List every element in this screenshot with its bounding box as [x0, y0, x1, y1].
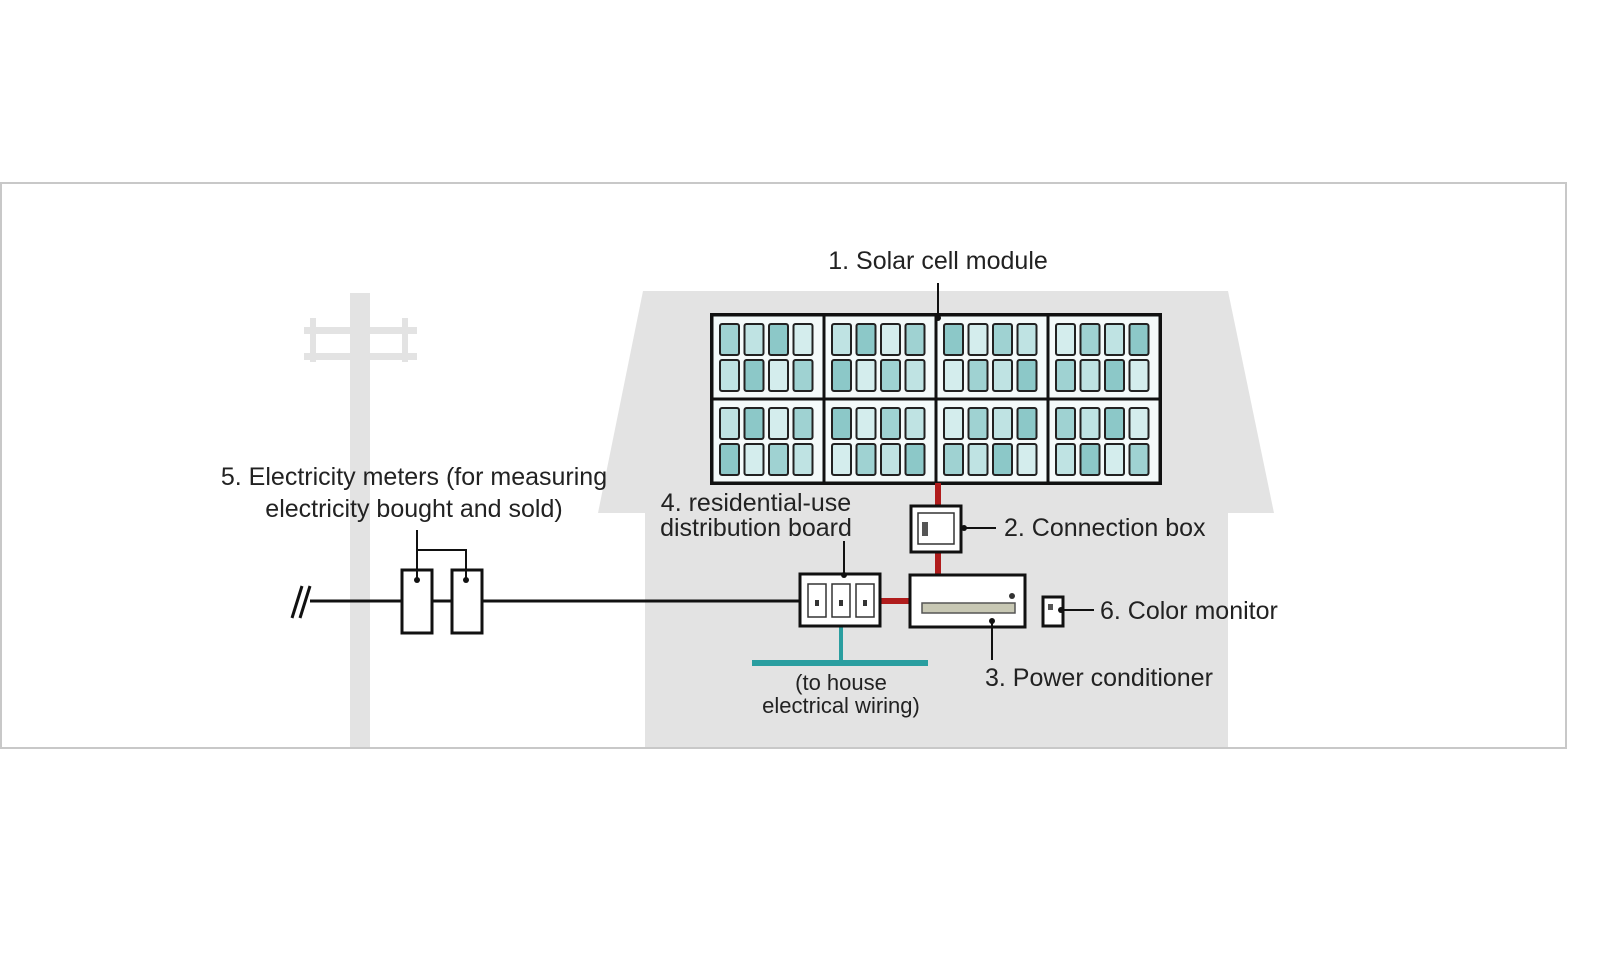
solar-cell	[792, 443, 814, 476]
solar-cell	[855, 323, 877, 356]
solar-cell	[1016, 359, 1038, 392]
label-solar-module: 1. Solar cell module	[828, 247, 1048, 275]
label-power-conditioner: 3. Power conditioner	[985, 664, 1213, 692]
solar-cell	[992, 323, 1013, 356]
solar-cell	[904, 407, 926, 440]
solar-cell	[719, 407, 740, 440]
solar-cell	[943, 407, 964, 440]
solar-cell	[768, 323, 789, 356]
power-conditioner-icon	[908, 573, 1027, 660]
solar-cell	[1104, 359, 1125, 392]
solar-cell	[855, 443, 877, 476]
solar-cell	[1055, 359, 1076, 392]
solar-cell	[880, 407, 901, 440]
solar-cell	[831, 359, 852, 392]
solar-cell	[992, 443, 1013, 476]
solar-cell	[1016, 407, 1038, 440]
label-distribution-board-1: 4. residential-use	[661, 489, 851, 517]
solar-cell	[967, 407, 989, 440]
solar-cell	[719, 323, 740, 356]
solar-cell	[1104, 407, 1125, 440]
solar-cell	[967, 323, 989, 356]
solar-cell	[719, 359, 740, 392]
solar-cell	[1016, 443, 1038, 476]
solar-cell	[1104, 323, 1125, 356]
solar-cell	[1079, 443, 1101, 476]
solar-cell	[967, 359, 989, 392]
label-color-monitor: 6. Color monitor	[1100, 597, 1278, 625]
solar-cell	[1104, 443, 1125, 476]
solar-cell	[992, 407, 1013, 440]
label-distribution-board-2: distribution board	[660, 514, 852, 542]
solar-cell	[855, 407, 877, 440]
solar-cell	[1055, 323, 1076, 356]
label-connection-box: 2. Connection box	[1004, 514, 1206, 542]
label-house-wiring-2: electrical wiring)	[762, 693, 920, 718]
label-house-wiring-1: (to house	[795, 670, 887, 695]
solar-cell	[792, 323, 814, 356]
solar-cell	[943, 359, 964, 392]
electricity-meters-icon	[400, 530, 484, 635]
solar-cell	[1079, 323, 1101, 356]
solar-cell	[831, 323, 852, 356]
label-meters-2: electricity bought and sold)	[265, 495, 562, 523]
solar-cell	[831, 407, 852, 440]
solar-cell	[904, 443, 926, 476]
solar-cell	[1055, 407, 1076, 440]
solar-cell	[880, 443, 901, 476]
solar-cell	[1128, 443, 1150, 476]
color-monitor-icon	[1041, 595, 1094, 628]
solar-cell	[831, 443, 852, 476]
solar-cell	[992, 359, 1013, 392]
line-break-icon	[290, 585, 312, 619]
solar-cell	[743, 443, 765, 476]
solar-cell	[768, 443, 789, 476]
solar-cell	[943, 323, 964, 356]
solar-cell	[880, 359, 901, 392]
solar-cell	[743, 407, 765, 440]
distribution-board-icon	[798, 541, 882, 628]
solar-cell	[967, 443, 989, 476]
label-meters-1: 5. Electricity meters (for measuring	[221, 463, 607, 491]
connection-box-icon	[909, 504, 996, 554]
solar-cell	[1128, 323, 1150, 356]
solar-cell	[1128, 407, 1150, 440]
solar-cell	[1079, 407, 1101, 440]
solar-cell	[792, 407, 814, 440]
solar-cell	[904, 323, 926, 356]
solar-cell	[880, 323, 901, 356]
solar-cell	[768, 407, 789, 440]
solar-cell	[743, 323, 765, 356]
solar-cell	[1016, 323, 1038, 356]
solar-cell	[792, 359, 814, 392]
solar-cell	[1079, 359, 1101, 392]
utility-pole-icon	[304, 293, 417, 747]
solar-cell	[943, 443, 964, 476]
solar-cell	[1055, 443, 1076, 476]
solar-cell	[719, 443, 740, 476]
solar-cell	[743, 359, 765, 392]
solar-cell	[768, 359, 789, 392]
solar-cell	[855, 359, 877, 392]
solar-cell	[1128, 359, 1150, 392]
solar-panel-icon	[710, 313, 1162, 485]
solar-cell	[904, 359, 926, 392]
